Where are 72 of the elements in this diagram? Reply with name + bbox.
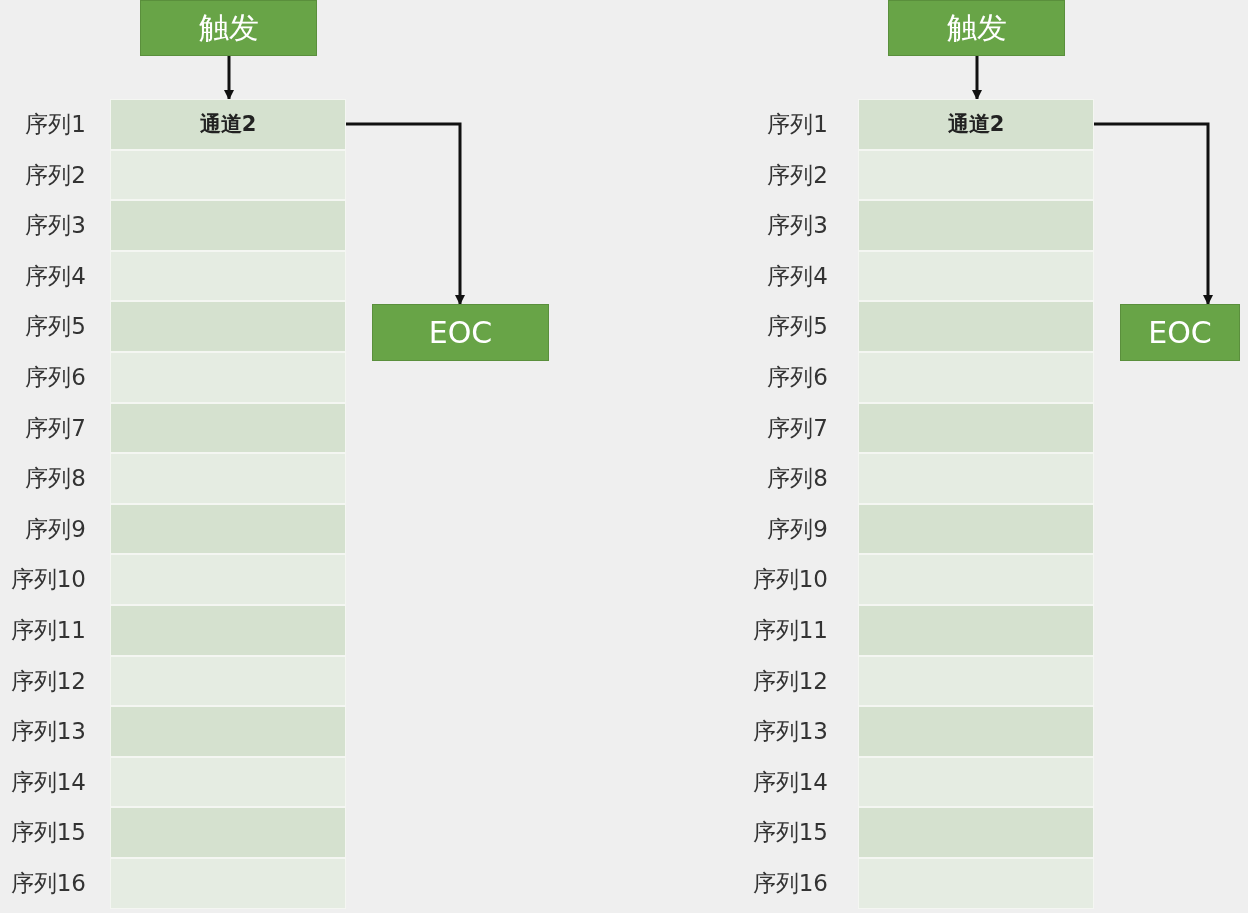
row-label: 序列12 [751, 666, 828, 696]
row-label: 序列12 [9, 666, 86, 696]
row-label: 序列13 [9, 717, 86, 747]
row-label: 序列11 [751, 616, 828, 645]
table-row-cell [858, 200, 1094, 251]
row-label: 序列3 [24, 211, 86, 241]
row-label: 序列13 [751, 717, 828, 747]
row-label: 序列6 [24, 363, 86, 392]
table-row-cell [110, 503, 346, 555]
row-label: 序列10 [751, 565, 828, 595]
table-row-cell [110, 149, 346, 201]
row-label: 序列14 [9, 767, 86, 797]
row-label: 序列8 [24, 464, 86, 494]
row-label: 序列4 [766, 261, 828, 291]
table-row-cell [858, 149, 1094, 201]
table-row-cell [858, 402, 1094, 454]
table-row-cell [858, 858, 1094, 909]
row-label: 序列10 [9, 565, 86, 595]
row-label: 序列2 [24, 160, 86, 190]
table-row-cell [858, 352, 1094, 403]
table-row-cell [110, 858, 346, 909]
table-row-cell [110, 250, 346, 302]
row-label: 序列16 [751, 869, 828, 898]
trigger-box: 触发 [140, 0, 317, 56]
row-label: 序列9 [766, 514, 828, 544]
table-row-cell [110, 352, 346, 403]
table-row-cell [110, 301, 346, 352]
table-row-cell [858, 706, 1094, 757]
row-label: 序列11 [9, 616, 86, 645]
table-row-cell [858, 807, 1094, 858]
row-label: 序列16 [9, 869, 86, 898]
arrow [224, 56, 234, 100]
process-box: EOC [1120, 304, 1240, 361]
row-label: 序列15 [751, 818, 828, 848]
row-label: 序列2 [766, 160, 828, 190]
table-row-cell [110, 200, 346, 251]
row-label: 序列14 [751, 767, 828, 797]
table-row-cell [858, 301, 1094, 352]
row-label: 序列6 [766, 363, 828, 392]
row-label: 序列5 [24, 312, 86, 342]
table-row-cell: 通道2 [858, 99, 1094, 150]
table-row-cell [110, 756, 346, 808]
row-label: 序列7 [766, 413, 828, 443]
process-box: EOC [372, 304, 549, 361]
row-label: 序列3 [766, 211, 828, 241]
table-row-cell [110, 706, 346, 757]
table-row-cell [858, 756, 1094, 808]
table-row-cell [858, 250, 1094, 302]
trigger-box: 触发 [888, 0, 1065, 56]
arrow [972, 56, 982, 100]
table-row-cell [110, 807, 346, 858]
arrow [346, 122, 465, 305]
row-label: 序列1 [24, 110, 86, 139]
table-row-cell [858, 453, 1094, 504]
table-row-cell [110, 605, 346, 656]
arrow [1094, 122, 1213, 305]
row-label: 序列9 [24, 514, 86, 544]
table-row-cell [858, 503, 1094, 555]
table-row-cell [110, 554, 346, 605]
table-row-cell [858, 655, 1094, 707]
row-label: 序列8 [766, 464, 828, 494]
row-label: 序列5 [766, 312, 828, 342]
table-row-cell [110, 453, 346, 504]
row-label: 序列15 [9, 818, 86, 848]
row-label: 序列4 [24, 261, 86, 291]
table-row-cell [858, 605, 1094, 656]
table-row-cell [110, 655, 346, 707]
table-row-cell [858, 554, 1094, 605]
table-row-cell: 通道2 [110, 99, 346, 150]
table-row-cell [110, 402, 346, 454]
row-label: 序列7 [24, 413, 86, 443]
row-label: 序列1 [766, 110, 828, 139]
